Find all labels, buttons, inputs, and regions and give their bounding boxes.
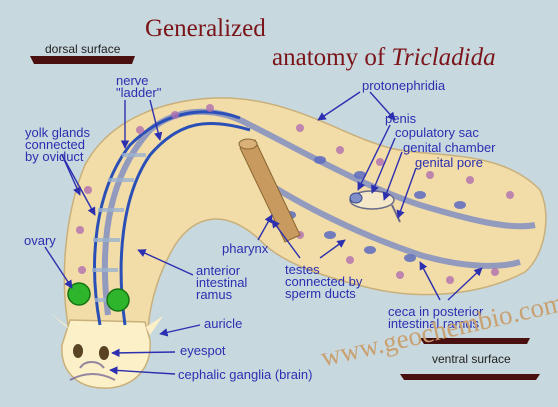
- label-genital-pore: genital pore: [415, 157, 483, 169]
- eyespot-left: [73, 344, 83, 358]
- label-testes: testes connected by sperm ducts: [285, 264, 362, 300]
- title-prefix: anatomy of: [272, 44, 391, 71]
- label-yolk-glands: yolk glands connected by oviduct: [25, 127, 90, 163]
- label-auricle: auricle: [204, 318, 242, 330]
- ventral-underline: [400, 374, 540, 380]
- eyespot-right: [99, 346, 109, 360]
- label-cephalic-ganglia: cephalic ganglia (brain): [178, 369, 312, 381]
- ovary-right: [107, 289, 129, 311]
- label-ovary: ovary: [24, 235, 56, 247]
- title-taxon: Tricladida: [391, 44, 495, 71]
- label-copulatory-sac: copulatory sac: [395, 127, 479, 139]
- label-genital-chamber: genital chamber: [403, 142, 496, 154]
- dorsal-surface-label: dorsal surface: [45, 42, 120, 56]
- label-nerve-ladder: nerve "ladder": [116, 75, 161, 99]
- title-line-1: Generalized: [145, 15, 266, 43]
- title-line-2: anatomy of Tricladida: [272, 44, 496, 72]
- dorsal-banner: [30, 56, 135, 64]
- label-penis: penis: [385, 113, 416, 125]
- label-anterior-intestinal-ramus: anterior intestinal ramus: [196, 265, 247, 301]
- label-eyespot: eyespot: [180, 345, 226, 357]
- label-pharynx: pharynx: [222, 243, 268, 255]
- label-protonephridia: protonephridia: [362, 80, 445, 92]
- ventral-surface-label: ventral surface: [432, 352, 511, 366]
